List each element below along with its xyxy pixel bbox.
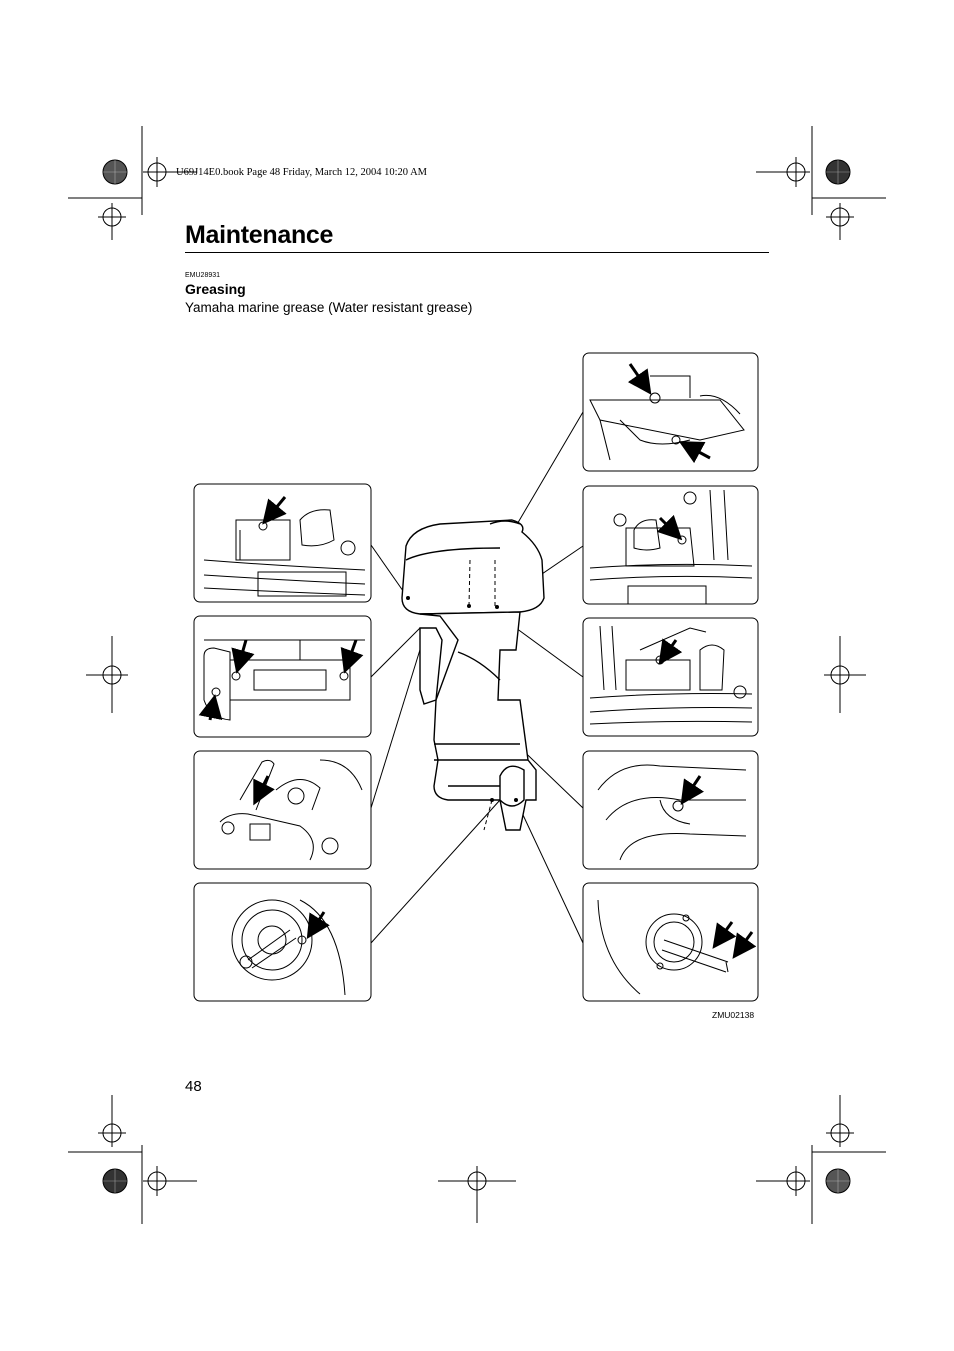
registration-mark-bottom-left — [143, 1166, 197, 1196]
registration-mark-left-middle — [86, 636, 128, 713]
title-divider — [185, 252, 769, 253]
registration-mark-left-lower — [98, 1095, 126, 1147]
figure-code: ZMU02138 — [712, 1010, 755, 1020]
page-title: Maintenance — [185, 221, 334, 249]
section-heading: Greasing — [185, 281, 246, 297]
registration-mark-right-upper — [826, 203, 854, 240]
section-code: EMU28931 — [185, 272, 221, 279]
detail-panel-left-1 — [193, 483, 372, 603]
detail-panel-left-2 — [193, 615, 372, 738]
page-number: 48 — [185, 1078, 202, 1095]
hidden-lines — [468, 559, 496, 831]
detail-panel-right-4 — [582, 750, 759, 870]
detail-panel-right-3 — [582, 617, 759, 737]
registration-mark-right-middle — [824, 636, 866, 713]
registration-mark-top-right — [756, 157, 810, 187]
outboard-motor — [401, 519, 545, 831]
grease-point-dots — [406, 596, 518, 802]
registration-mark-bottom-right — [756, 1166, 810, 1196]
detail-panel-right-2 — [582, 485, 759, 605]
section-body-text: Yamaha marine grease (Water resistant gr… — [185, 300, 473, 315]
registration-mark-top-left — [143, 157, 197, 187]
detail-panel-right-5 — [582, 882, 759, 1002]
detail-panel-left-3 — [193, 750, 372, 870]
registration-mark-left-upper — [98, 203, 126, 240]
registration-mark-right-lower — [826, 1095, 854, 1147]
detail-panel-right-1 — [582, 352, 759, 472]
registration-mark-bottom-center — [438, 1166, 516, 1223]
detail-panel-left-4 — [193, 882, 372, 1002]
book-info-line: U69J14E0.book Page 48 Friday, March 12, … — [176, 167, 428, 178]
